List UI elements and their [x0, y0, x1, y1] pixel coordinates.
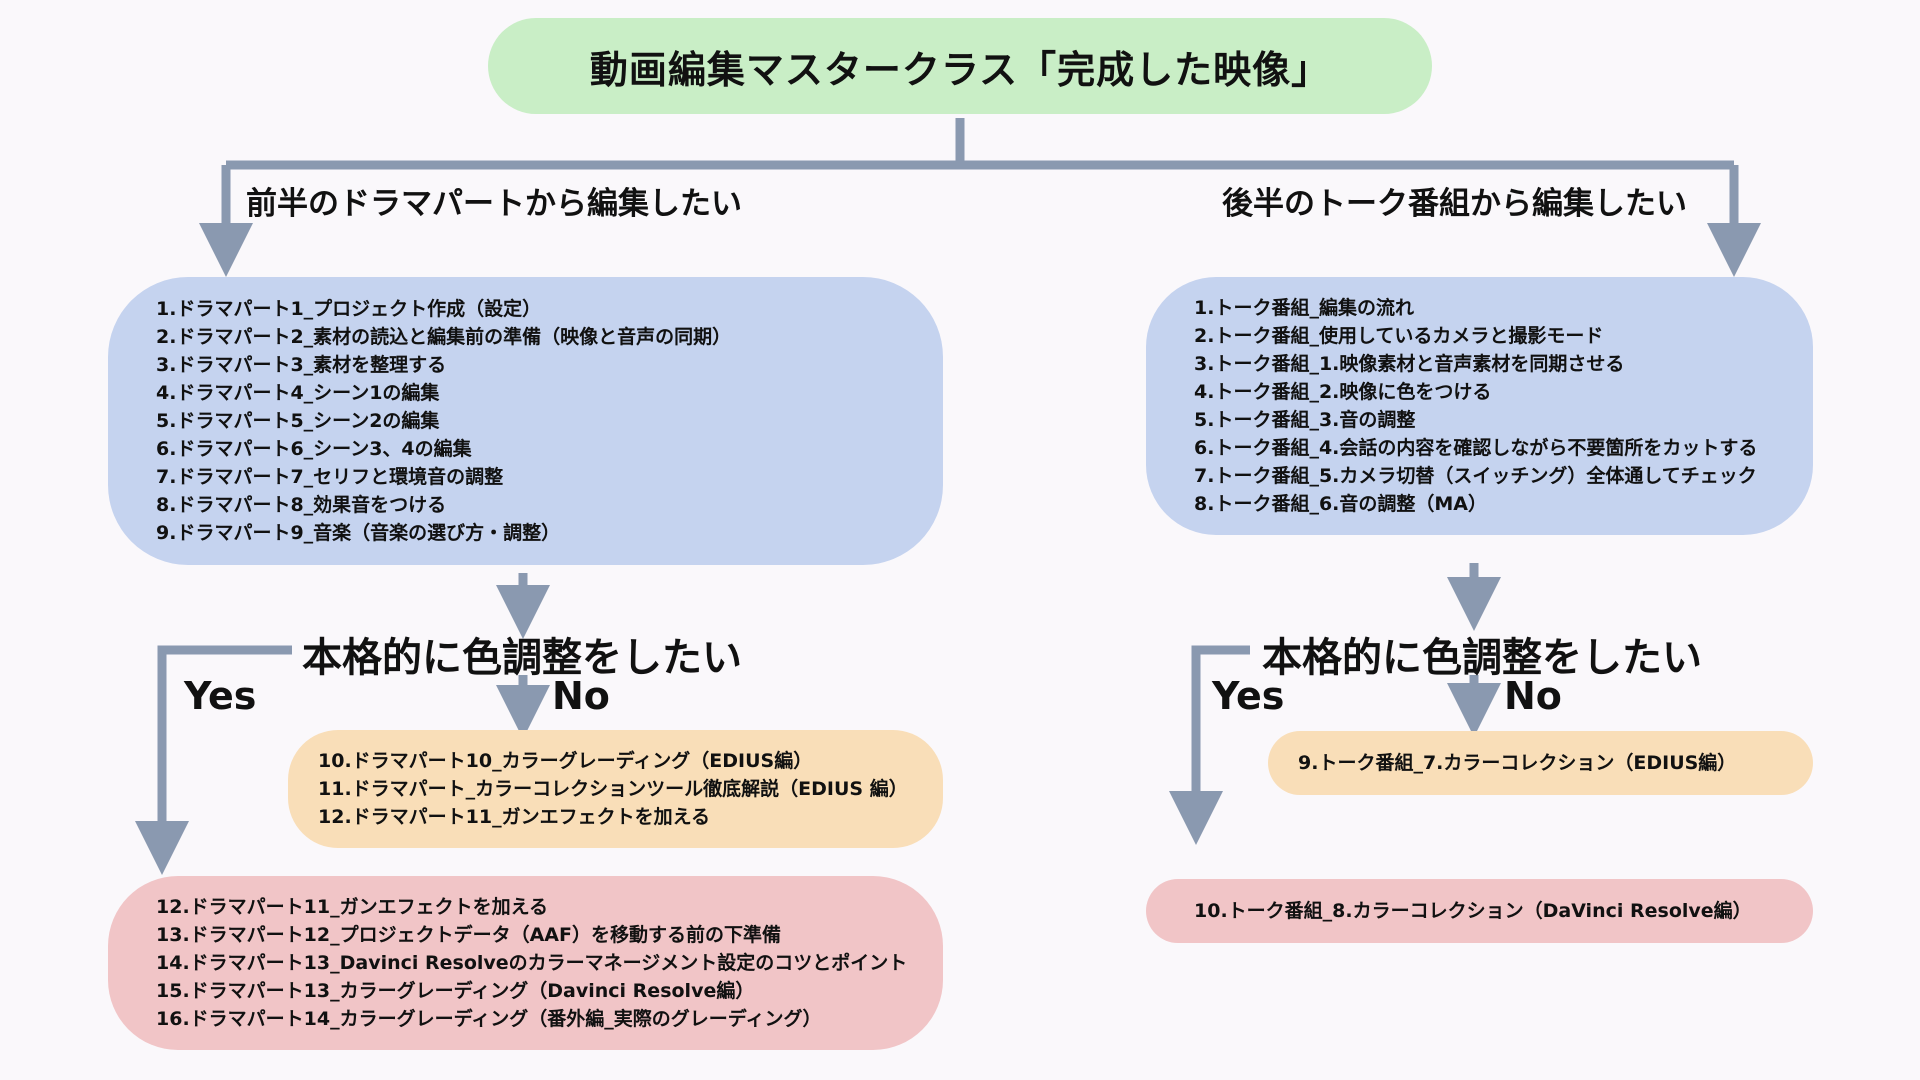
list-item: 13.ドラマパート12_プロジェクトデータ（AAF）を移動する前の下準備 — [156, 924, 781, 946]
list-item: 5.トーク番組_3.音の調整 — [1194, 409, 1416, 431]
left-no-box: 10.ドラマパート10_カラーグレーディング（EDIUS編） 11.ドラマパート… — [288, 730, 943, 848]
left-main-box: 1.ドラマパート1_プロジェクト作成（設定） 2.ドラマパート2_素材の読込と編… — [108, 277, 943, 565]
list-item: 8.ドラマパート8_効果音をつける — [156, 494, 447, 516]
list-item: 5.ドラマパート5_シーン2の編集 — [156, 410, 440, 432]
left-yes-label: Yes — [184, 674, 257, 718]
list-item: 3.トーク番組_1.映像素材と音声素材を同期させる — [1194, 353, 1625, 375]
list-item: 10.ドラマパート10_カラーグレーディング（EDIUS編） — [318, 750, 813, 772]
list-item: 9.トーク番組_7.カラーコレクション（EDIUS編） — [1298, 752, 1737, 774]
right-question: 本格的に色調整をしたい — [1262, 635, 1702, 681]
right-yes-box: 10.トーク番組_8.カラーコレクション（DaVinci Resolve編） — [1146, 879, 1813, 943]
right-no-label: No — [1504, 674, 1562, 718]
list-item: 12.ドラマパート11_ガンエフェクトを加える — [156, 896, 549, 918]
list-item: 4.トーク番組_2.映像に色をつける — [1194, 381, 1492, 403]
left-branch-label: 前半のドラマパートから編集したい — [246, 186, 742, 222]
list-item: 16.ドラマパート14_カラーグレーディング（番外編_実際のグレーディング） — [156, 1008, 822, 1030]
right-main-box: 1.トーク番組_編集の流れ 2.トーク番組_使用しているカメラと撮影モード 3.… — [1146, 277, 1813, 535]
list-item: 3.ドラマパート3_素材を整理する — [156, 354, 447, 376]
right-yes-label: Yes — [1212, 674, 1285, 718]
right-branch-label: 後半のトーク番組から編集したい — [1222, 186, 1687, 222]
right-yes-arrow — [1169, 645, 1250, 845]
list-item: 7.ドラマパート7_セリフと環境音の調整 — [156, 466, 504, 488]
list-item: 10.トーク番組_8.カラーコレクション（DaVinci Resolve編） — [1194, 900, 1752, 922]
left-question: 本格的に色調整をしたい — [302, 635, 742, 681]
list-item: 7.トーク番組_5.カメラ切替（スイッチング）全体通してチェック — [1194, 465, 1757, 487]
list-item: 11.ドラマパート_カラーコレクションツール徹底解説（EDIUS 編） — [318, 778, 908, 800]
left-yes-arrow — [135, 645, 292, 875]
list-item: 6.ドラマパート6_シーン3、4の編集 — [156, 438, 472, 460]
left-no-label: No — [552, 674, 610, 718]
diagram-title: 動画編集マスタークラス「完成した映像」 — [589, 47, 1331, 92]
list-item: 12.ドラマパート11_ガンエフェクトを加える — [318, 806, 711, 828]
list-item: 6.トーク番組_4.会話の内容を確認しながら不要箇所をカットする — [1194, 437, 1758, 459]
list-item: 15.ドラマパート13_カラーグレーディング（Davinci Resolve編） — [156, 980, 755, 1002]
list-item: 2.ドラマパート2_素材の読込と編集前の準備（映像と音声の同期） — [156, 326, 732, 348]
list-item: 14.ドラマパート13_Davinci Resolveのカラーマネージメント設定… — [156, 952, 908, 974]
title-box: 動画編集マスタークラス「完成した映像」 — [488, 18, 1432, 114]
list-item: 8.トーク番組_6.音の調整（MA） — [1194, 493, 1487, 515]
list-item: 2.トーク番組_使用しているカメラと撮影モード — [1194, 325, 1604, 347]
left-yes-box: 12.ドラマパート11_ガンエフェクトを加える 13.ドラマパート12_プロジェ… — [108, 876, 943, 1050]
right-no-box: 9.トーク番組_7.カラーコレクション（EDIUS編） — [1268, 731, 1813, 795]
list-item: 1.ドラマパート1_プロジェクト作成（設定） — [156, 298, 542, 320]
list-item: 4.ドラマパート4_シーン1の編集 — [156, 382, 440, 404]
list-item: 9.ドラマパート9_音楽（音楽の選び方・調整） — [156, 522, 561, 544]
list-item: 1.トーク番組_編集の流れ — [1194, 297, 1414, 319]
